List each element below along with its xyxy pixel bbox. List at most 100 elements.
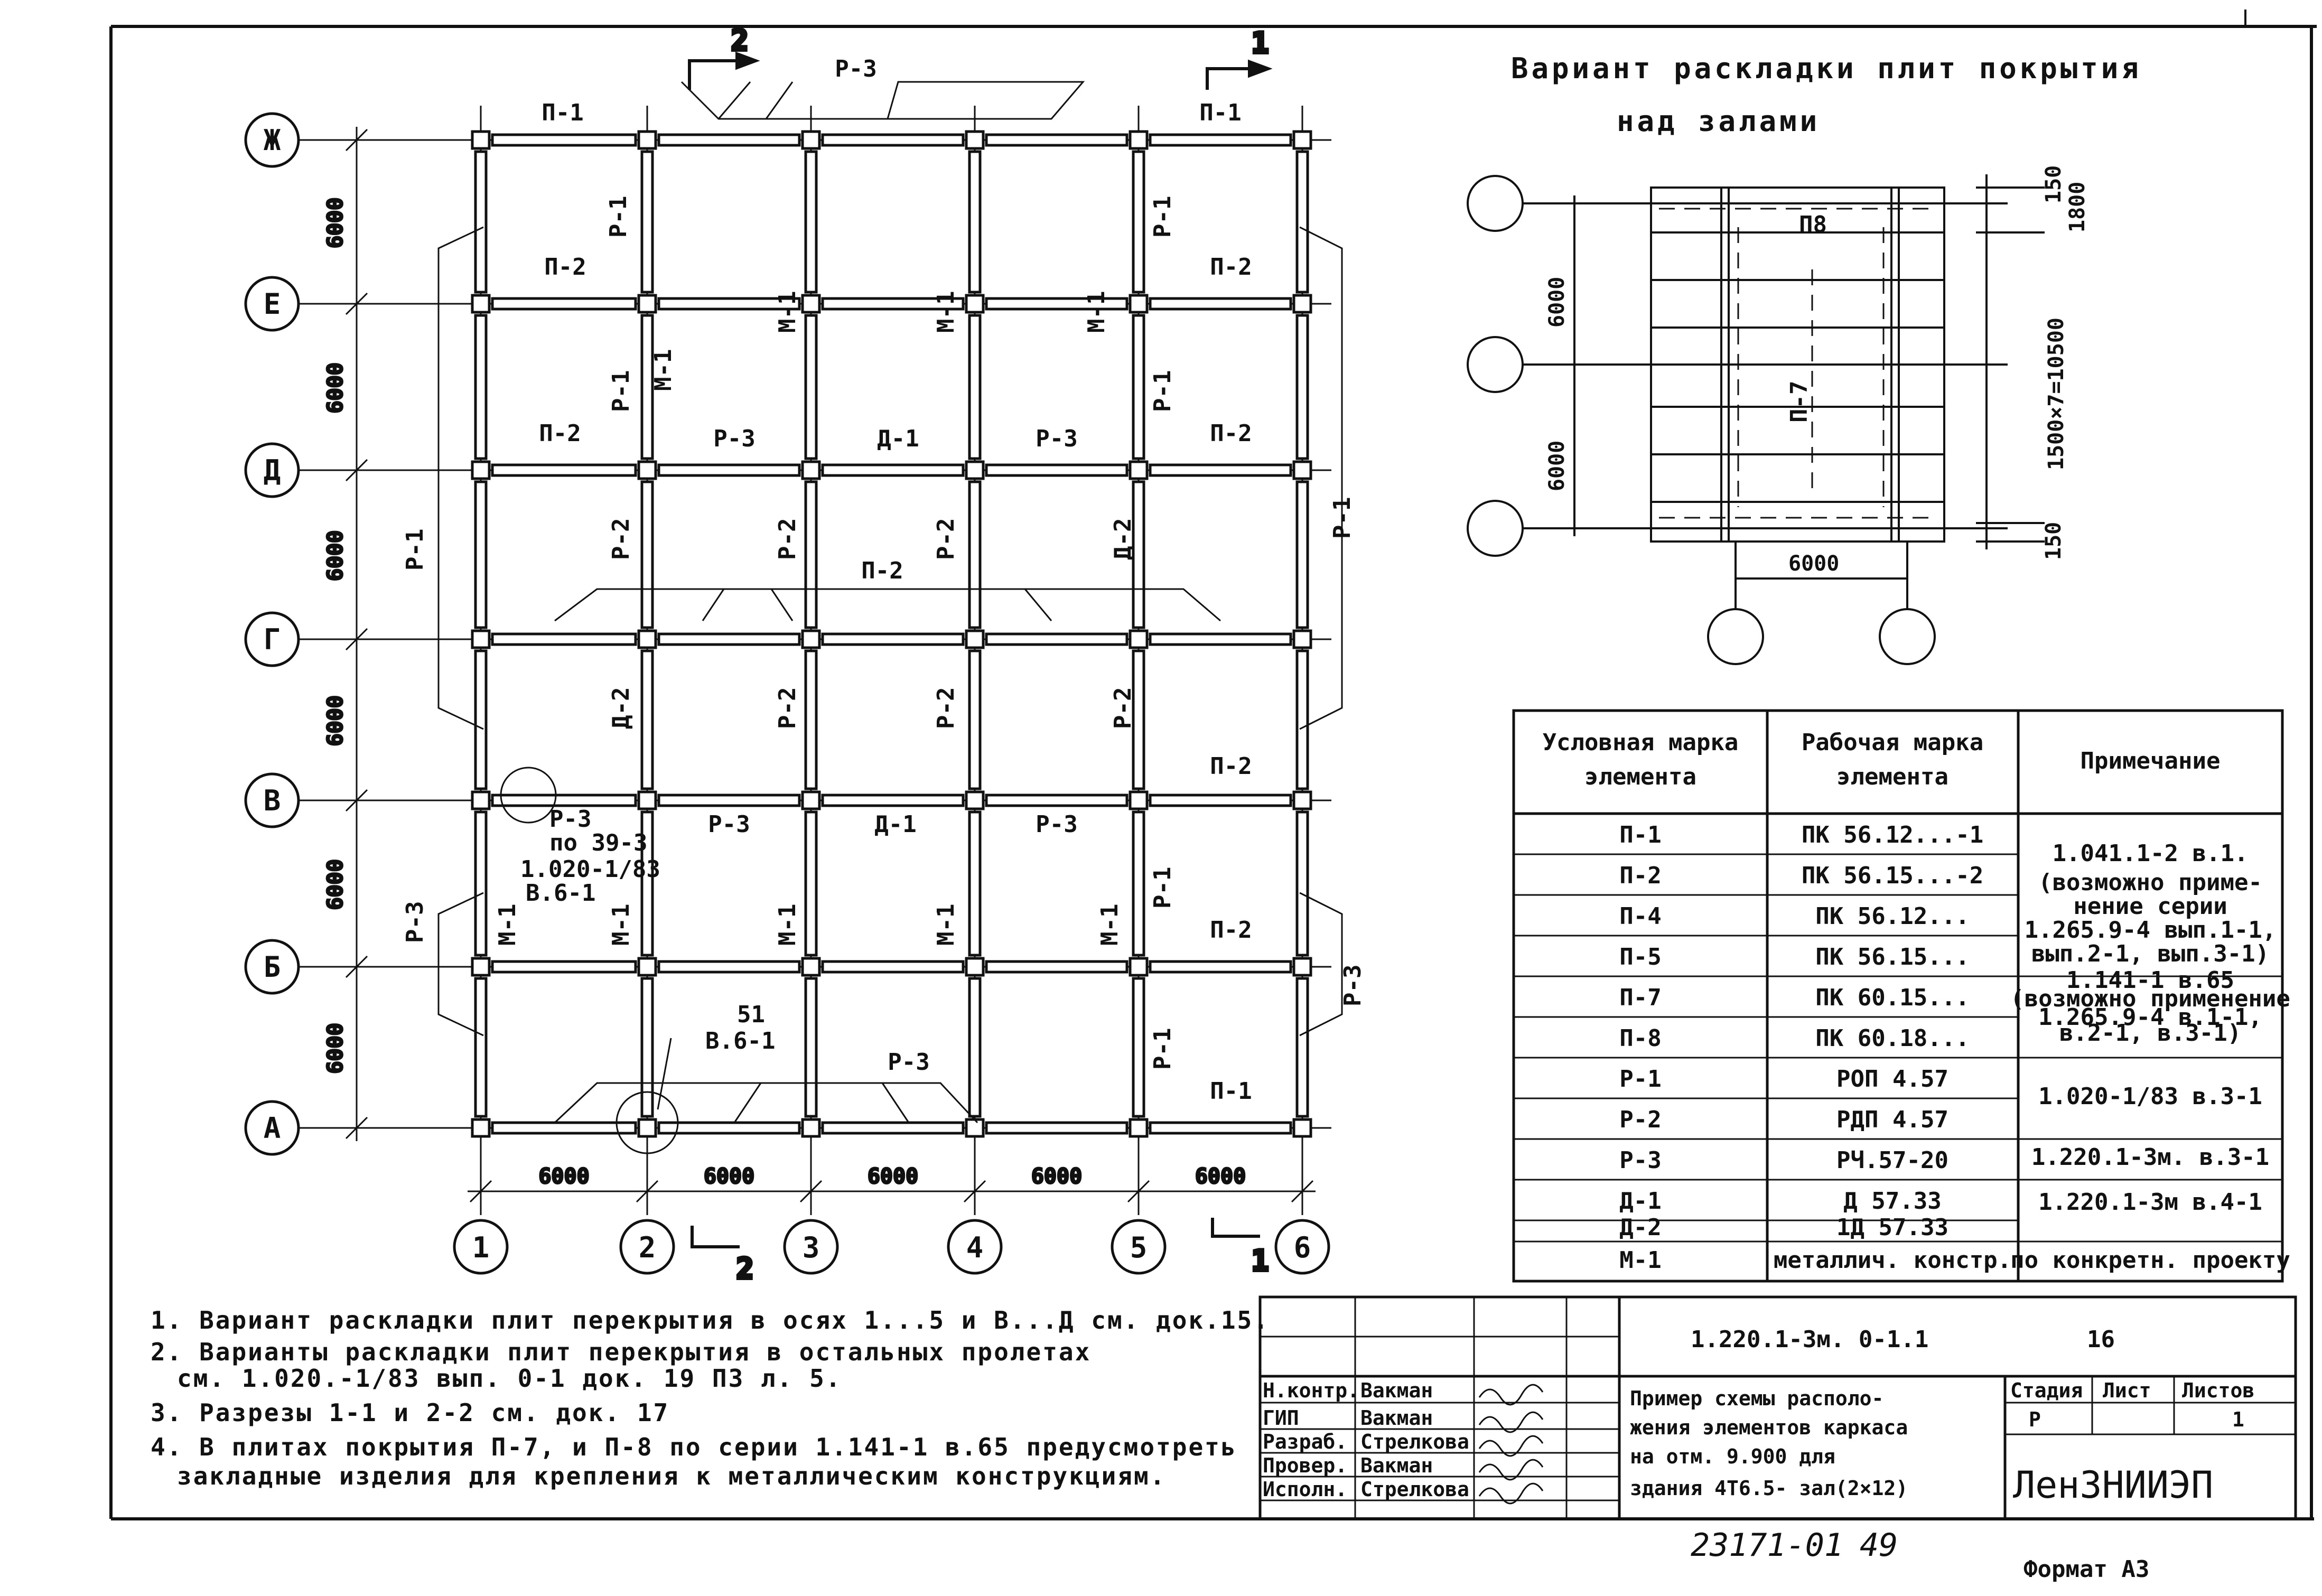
plan-element-label: Р-3 — [1036, 425, 1077, 452]
plan-element-label: П-2 — [539, 420, 581, 447]
plan-element-label: Д-2 — [1109, 518, 1136, 560]
axis-bubble-col: 6 — [1274, 1219, 1330, 1275]
spec-working-mark: РЧ.57-20 — [1836, 1147, 1948, 1174]
roof-slab-variant: Вариант раскладки плит покрытия над зала… — [1467, 52, 2139, 665]
stage-value: Р — [2029, 1408, 2041, 1431]
row-dimension: 6000 — [323, 362, 348, 413]
plan-element-label: Р-2 — [774, 687, 801, 729]
plan-element-label: П-2 — [1210, 420, 1252, 447]
desc-4: здания 4Т6.5- зал(2×12) — [1630, 1477, 1908, 1500]
spec-note: 1.265.9-4 в.1-1, — [2038, 1004, 2262, 1031]
spec-working-mark: ПК 56.12... — [1815, 903, 1969, 930]
specification-table: Условная марка элемента Рабочая марка эл… — [1512, 709, 2290, 1283]
plan-element-label: Р-3 — [1339, 965, 1366, 1006]
plan-element-label: Р-3 — [888, 1049, 929, 1076]
axis-label-row: Д — [264, 454, 281, 487]
plan-element-label: П-2 — [544, 254, 586, 281]
section-mark-label: 1 — [1252, 1244, 1269, 1277]
axis-bubble-row: Е — [244, 276, 300, 332]
spec-note: 1.220.1-3м. в.3-1 — [2031, 1144, 2269, 1171]
axis-label-row: Е — [264, 287, 281, 321]
spec-conditional-mark: Р-1 — [1619, 1066, 1661, 1093]
plan-element-label: Р-2 — [774, 518, 801, 560]
plan-element-label: М-1 — [774, 904, 801, 946]
plan-element-label: М-1 — [1096, 904, 1123, 946]
plan-element-label: Р-3 — [402, 901, 428, 943]
note-4-cont: закладные изделия для крепления к металл… — [177, 1462, 1166, 1490]
general-notes: 1. Вариант раскладки плит перекрытия в о… — [151, 1306, 1268, 1490]
spec-conditional-mark: Р-2 — [1619, 1106, 1661, 1133]
spec-working-mark: Д 57.33 — [1843, 1188, 1941, 1215]
axis-label-row: Ж — [264, 124, 281, 157]
column-dimension: 6000 — [538, 1164, 589, 1189]
column-dimension: 6000 — [1195, 1164, 1246, 1189]
role-5: Исполн. — [1263, 1478, 1347, 1501]
row-dimension: 6000 — [323, 859, 348, 910]
page-number: 49 — [1860, 1527, 1898, 1564]
role-4: Провер. — [1263, 1454, 1347, 1477]
plan-element-label: П-1 — [1199, 99, 1241, 126]
plan-element-label: М-1 — [774, 291, 801, 333]
spec-note: (возможно применение — [2010, 985, 2290, 1012]
plan-element-label: Д-1 — [877, 425, 919, 452]
axis-label-col: 3 — [803, 1231, 820, 1264]
note-4: 4. В плитах покрытия П-7, и П-8 по серии… — [151, 1433, 1237, 1461]
variant-label-p8: П8 — [1799, 211, 1827, 238]
doc-code: 1.220.1-3м. 0-1.1 — [1691, 1326, 1928, 1353]
spec-note: 1.220.1-3м в.4-1 — [2038, 1189, 2262, 1216]
signature-marks — [1478, 1384, 1544, 1505]
callout-label: по 39-3 — [549, 829, 647, 856]
spec-working-mark: ПК 60.15... — [1815, 984, 1969, 1011]
spec-working-mark: РДП 4.57 — [1836, 1106, 1948, 1133]
spec-note: 1.265.9-4 вып.1-1, — [2025, 917, 2277, 944]
axis-label-row: А — [264, 1112, 281, 1145]
axis-label-row: Г — [264, 623, 281, 656]
spec-conditional-mark: М-1 — [1619, 1247, 1661, 1274]
note-3: 3. Разрезы 1-1 и 2-2 см. док. 17 — [151, 1398, 669, 1427]
sheets-header: Листов — [2182, 1379, 2254, 1402]
axis-label-col: 2 — [639, 1231, 656, 1264]
axis-label-col: 6 — [1294, 1231, 1311, 1264]
plan-element-label: Р-1 — [1149, 196, 1176, 238]
plan-element-label: Р-3 — [708, 811, 750, 838]
section-mark-label: 1 — [1252, 26, 1269, 60]
spec-note: 1.141-1 в.65 — [2066, 967, 2234, 994]
plan-element-label: Д-2 — [608, 687, 635, 729]
plan-element-label: Р-1 — [402, 529, 428, 571]
spec-note: нение серии — [2073, 893, 2227, 920]
section-mark-label: 2 — [731, 24, 749, 57]
axis-label-row: В — [264, 784, 281, 817]
spec-note: по конкретн. проекту — [2010, 1247, 2290, 1274]
plan-element-label: Р-1 — [1149, 867, 1176, 909]
spec-header-2a: Рабочая марка — [1802, 729, 1983, 756]
axis-bubble-row: Ж — [244, 112, 300, 168]
spec-header-1a: Условная марка — [1543, 729, 1739, 756]
plan-element-label: Р-1 — [605, 196, 632, 238]
plan-element-label: П-1 — [1210, 1078, 1252, 1105]
spec-working-mark: ПК 56.15... — [1815, 944, 1969, 970]
callout-label: Р-3 — [549, 806, 591, 833]
callout-label: В.6-1 — [526, 880, 595, 907]
plan-element-label: М-1 — [932, 904, 959, 946]
plan-element-label: Р-1 — [1149, 370, 1176, 412]
axis-bubble-row: Б — [244, 939, 300, 995]
spec-conditional-mark: П-8 — [1619, 1025, 1661, 1052]
axis-bubble-row: Г — [244, 611, 300, 667]
spec-working-mark: РОП 4.57 — [1836, 1066, 1948, 1093]
role-2: ГИП — [1263, 1406, 1299, 1430]
spec-working-mark: ПК 56.15...-2 — [1802, 862, 1983, 889]
axis-bubble-col: 3 — [783, 1219, 839, 1275]
spec-note: (возможно приме- — [2038, 869, 2262, 896]
role-1: Н.контр. — [1263, 1379, 1359, 1402]
plan-element-label: П-2 — [861, 557, 903, 584]
plan-element-label: М-1 — [650, 349, 677, 391]
variant-dim-3: 150 — [2041, 165, 2066, 203]
plan-element-label: Р-2 — [608, 518, 635, 560]
variant-dim-5: 1500×7=10500 — [2044, 318, 2068, 470]
callout-label: В.6-1 — [705, 1028, 775, 1054]
name-3: Стрелкова — [1360, 1430, 1469, 1453]
plan-element-label: Р-1 — [1329, 497, 1356, 539]
plan-element-label: Д-1 — [874, 811, 916, 838]
spec-conditional-mark: Д-1 — [1619, 1188, 1661, 1215]
